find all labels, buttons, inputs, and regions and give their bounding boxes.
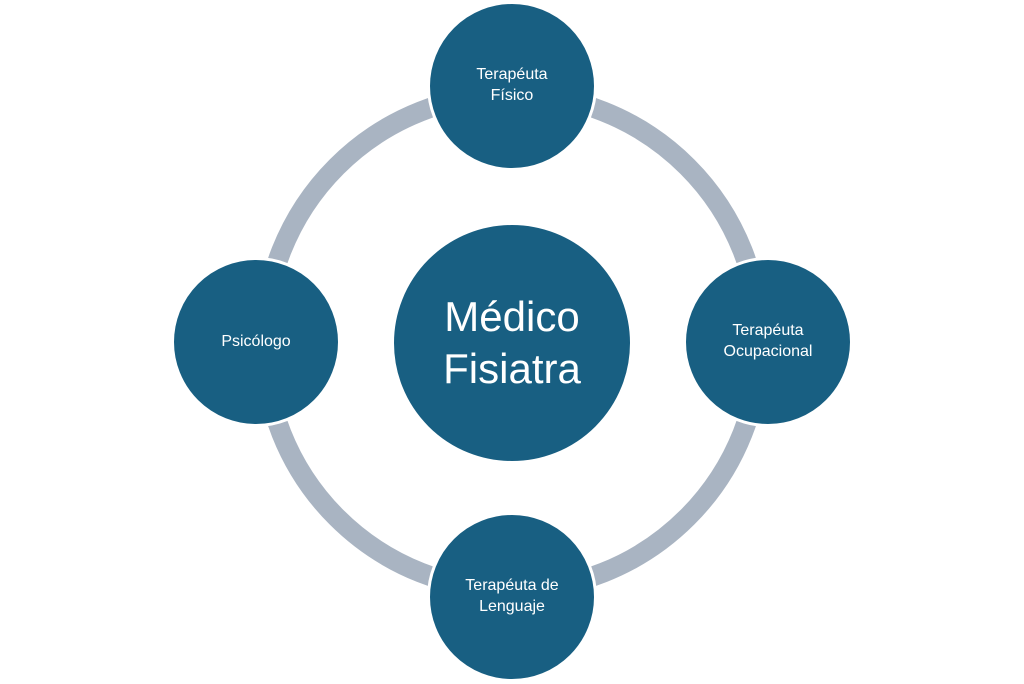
node-label: Terapéuta de Lenguaje — [465, 577, 559, 615]
node-psicologo: Psicólogo — [171, 257, 341, 427]
center-node: Médico Fisiatra — [391, 222, 633, 464]
node-terapeuta-ocupacional: Terapéuta Ocupacional — [683, 257, 853, 427]
node-label: Psicólogo — [221, 332, 291, 350]
node-label: Terapéuta Ocupacional — [723, 322, 813, 360]
center-node-label: Médico Fisiatra — [443, 292, 581, 393]
node-terapeuta-lenguaje: Terapéuta de Lenguaje — [427, 512, 597, 682]
node-label: Terapéuta Físico — [476, 66, 548, 104]
node-terapeuta-fisico: Terapéuta Físico — [427, 1, 597, 171]
